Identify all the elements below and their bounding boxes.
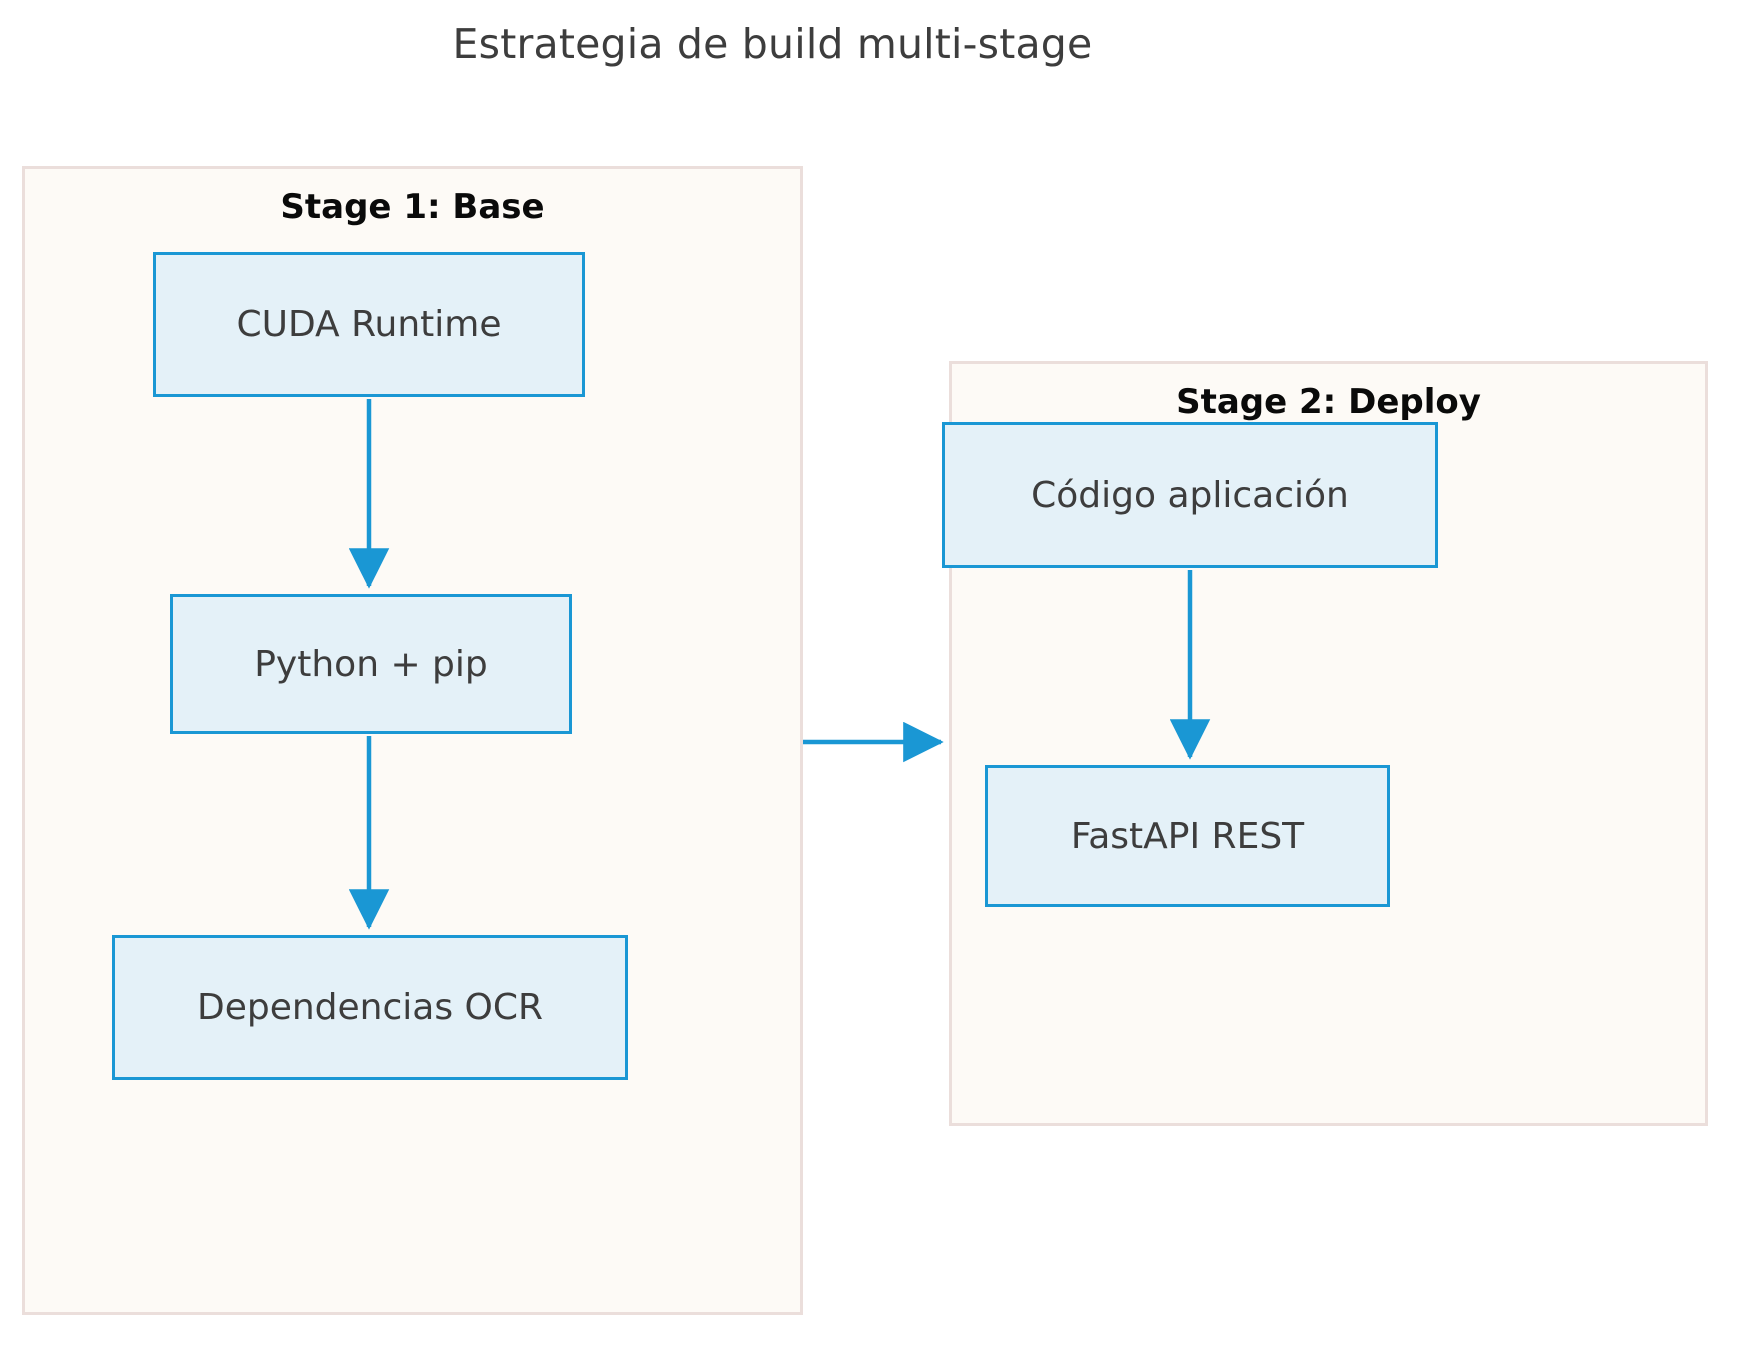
node-dependencias-ocr[interactable]: Dependencias OCR xyxy=(112,935,628,1080)
stage-2-label: Stage 2: Deploy xyxy=(1176,382,1481,422)
node-dependencias-ocr-label: Dependencias OCR xyxy=(196,987,544,1028)
node-cuda-runtime-label: CUDA Runtime xyxy=(236,304,502,345)
stage-1-label: Stage 1: Base xyxy=(280,187,545,227)
node-python-pip-label: Python + pip xyxy=(254,643,488,685)
node-codigo-aplicacion[interactable]: Código aplicación xyxy=(942,422,1438,568)
node-fastapi-rest-label: FastAPI REST xyxy=(1070,815,1305,857)
node-python-pip[interactable]: Python + pip xyxy=(170,594,572,734)
node-codigo-aplicacion-label: Código aplicación xyxy=(1031,474,1349,516)
node-fastapi-rest[interactable]: FastAPI REST xyxy=(985,765,1390,907)
page-title: Estrategia de build multi-stage xyxy=(452,20,1093,68)
node-cuda-runtime[interactable]: CUDA Runtime xyxy=(153,252,585,397)
